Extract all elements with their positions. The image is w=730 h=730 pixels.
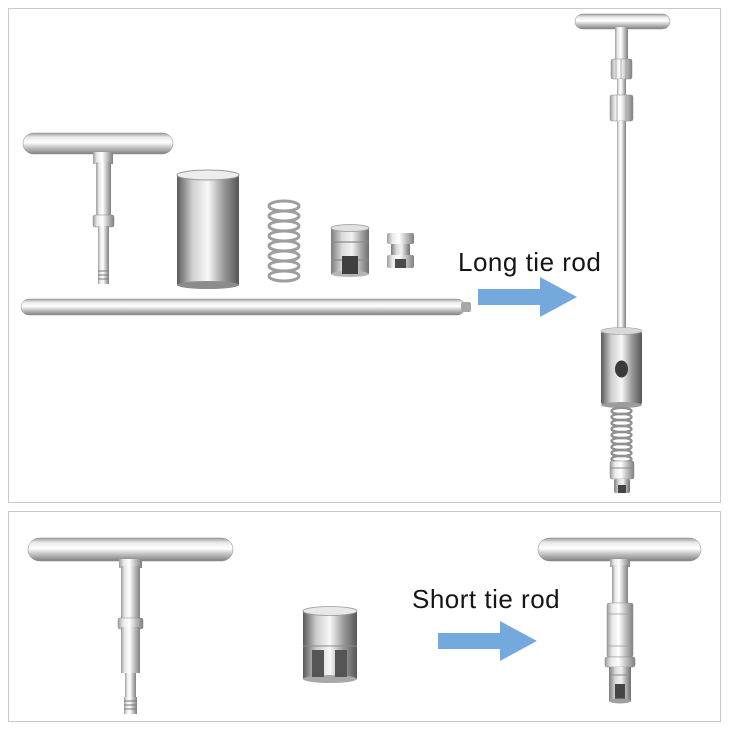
assembled-short-puller-image bbox=[537, 537, 702, 704]
t-handle-short-part-image bbox=[27, 537, 234, 714]
long-tie-rod-illustration bbox=[20, 13, 671, 493]
short-tie-rod-illustration bbox=[27, 537, 702, 714]
assembled-long-puller-image bbox=[574, 13, 671, 493]
slide-cylinder-part-image bbox=[176, 169, 240, 289]
socket-adapter-small-image bbox=[387, 233, 414, 268]
long-tie-rod-panel: Long tie rod bbox=[8, 8, 721, 503]
arrow-right-icon bbox=[478, 277, 577, 317]
short-tie-rod-panel: Short tie rod bbox=[8, 511, 721, 722]
spring-part-image bbox=[267, 199, 301, 283]
short-tie-rod-label: Short tie rod bbox=[412, 584, 561, 614]
t-handle-part-image bbox=[22, 132, 174, 284]
long-tie-rod-label: Long tie rod bbox=[458, 247, 602, 277]
arrow-right-icon bbox=[438, 621, 537, 661]
socket-adapter-large-image bbox=[330, 224, 370, 277]
long-rod-part-image bbox=[20, 298, 471, 316]
socket-adapter-image bbox=[302, 606, 358, 683]
